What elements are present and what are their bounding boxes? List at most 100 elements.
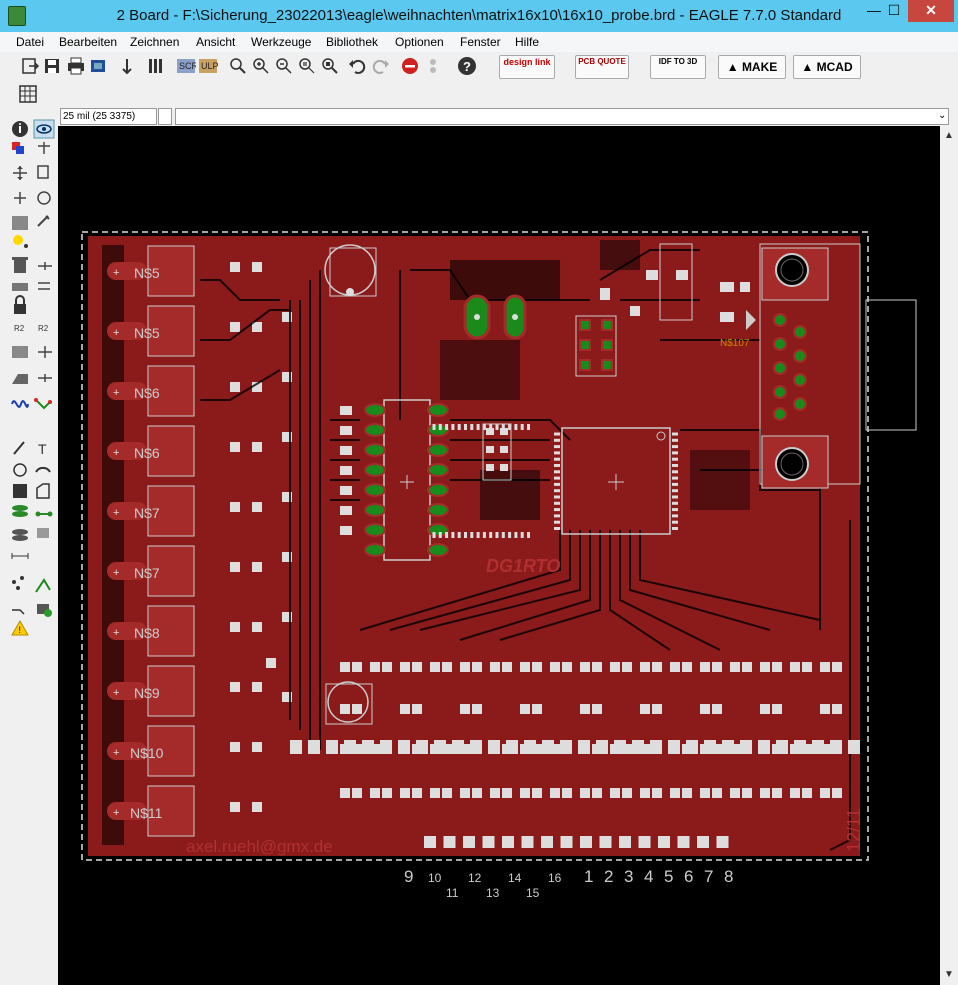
pad-number: 13 — [486, 886, 500, 900]
scroll-up-icon[interactable]: ▲ — [944, 130, 954, 141]
command-bar: 25 mil (25 3375) ⌄ — [0, 106, 958, 126]
menu-bibliothek[interactable]: Bibliothek — [326, 35, 379, 49]
board-outline — [81, 231, 869, 861]
svg-text:+: + — [113, 687, 119, 699]
svg-text:R2: R2 — [14, 324, 25, 333]
title-bar: 2 Board - F:\Sicherung_23022013\eagle\we… — [0, 0, 958, 32]
date-text: 12/11 — [844, 808, 864, 852]
scr-icon[interactable]: SCR — [176, 56, 199, 76]
mcad-button[interactable]: ▲ MCAD — [793, 55, 861, 79]
menu-optionen[interactable]: Optionen — [395, 35, 444, 49]
net-label: N$11 — [130, 805, 163, 821]
zoom-redraw-icon[interactable] — [297, 56, 317, 76]
layers-icon[interactable] — [146, 56, 166, 76]
svg-text:T: T — [38, 441, 47, 457]
undo-icon[interactable] — [347, 56, 367, 76]
net-label: N$5 — [134, 265, 160, 281]
pad-number: 6 — [684, 867, 693, 886]
menu-bar: Datei Bearbeiten Zeichnen Ansicht Werkze… — [0, 32, 958, 52]
menu-werkzeuge[interactable]: Werkzeuge — [251, 35, 312, 49]
ulp-icon[interactable]: ULP — [198, 56, 219, 76]
autodesk-logo-icon: ▲ — [726, 60, 742, 74]
scroll-down-icon[interactable]: ▼ — [944, 969, 954, 980]
svg-text:+: + — [113, 507, 119, 519]
pad-number: 4 — [644, 867, 653, 886]
window-title: 2 Board - F:\Sicherung_23022013\eagle\we… — [116, 7, 842, 24]
menu-ansicht[interactable]: Ansicht — [196, 35, 236, 49]
tool-icons[interactable]: R2 R2 T ! — [0, 116, 58, 636]
pad-number: 11 — [446, 886, 459, 900]
menu-datei[interactable]: Datei — [16, 35, 45, 49]
pad-number: 8 — [724, 867, 733, 886]
maximize-button[interactable]: ☐ — [887, 2, 901, 18]
pad-number: 10 — [428, 871, 442, 885]
zoom-in-icon[interactable] — [251, 56, 271, 76]
make-button[interactable]: ▲ MAKE — [718, 55, 786, 79]
tool-sidebar: R2 R2 T ! — [0, 116, 58, 985]
idf-to-3d-button[interactable]: IDF TO 3D — [650, 55, 706, 79]
board-canvas[interactable]: +++++ +++++ N$5 N$5 N$6 N$6 N$7 N$7 N$8 … — [58, 126, 940, 985]
autodesk-logo-icon: ▲ — [801, 60, 817, 74]
author-text: axel.ruehl@gmx.de — [186, 837, 333, 856]
svg-text:+: + — [113, 627, 119, 639]
close-button[interactable]: ✕ — [908, 0, 954, 22]
svg-text:SCR: SCR — [179, 61, 196, 71]
eagle-app-icon — [8, 6, 26, 26]
pad-number: 5 — [664, 867, 673, 886]
pad-number: 16 — [548, 871, 562, 885]
open-icon[interactable] — [20, 56, 40, 76]
svg-text:+: + — [113, 567, 119, 579]
net-label: N$10 — [130, 745, 164, 761]
menu-zeichnen[interactable]: Zeichnen — [130, 35, 180, 49]
zoom-select-icon[interactable] — [320, 56, 340, 76]
help-icon[interactable]: ? — [457, 56, 477, 76]
go-icon[interactable] — [423, 56, 443, 76]
cam-icon[interactable] — [88, 56, 108, 76]
script-icon[interactable] — [117, 56, 137, 76]
zoom-fit-icon[interactable] — [228, 56, 248, 76]
pcb-quote-button[interactable]: PCB QUOTE — [575, 55, 629, 79]
menu-fenster[interactable]: Fenster — [460, 35, 501, 49]
stop-icon[interactable] — [400, 56, 420, 76]
svg-text:+: + — [113, 807, 119, 819]
svg-text:+: + — [113, 267, 119, 279]
net-label: N$6 — [134, 385, 160, 401]
designer-text: DG1RTO — [486, 556, 560, 576]
print-icon[interactable] — [66, 56, 86, 76]
parameter-toolbar — [0, 82, 958, 106]
grid-icon[interactable] — [18, 84, 38, 104]
redo-icon[interactable] — [371, 56, 391, 76]
net-label: N$7 — [134, 505, 160, 521]
svg-text:?: ? — [463, 59, 471, 74]
menu-hilfe[interactable]: Hilfe — [515, 35, 540, 49]
chevron-down-icon[interactable]: ⌄ — [938, 110, 947, 121]
vertical-scrollbar[interactable]: ▲ ▼ — [940, 126, 958, 985]
left-connector-column: +++++ +++++ N$5 N$5 N$6 N$6 N$7 N$7 N$8 … — [107, 245, 292, 837]
pcb-board[interactable]: +++++ +++++ N$5 N$5 N$6 N$6 N$7 N$7 N$8 … — [58, 126, 940, 985]
qfp-mcu — [561, 427, 671, 535]
save-icon[interactable] — [42, 56, 62, 76]
main-toolbar: SCR ULP ? design link PCB QUOTE IDF TO 3… — [0, 52, 958, 83]
pad-number: 1 — [584, 867, 593, 886]
dip-ic — [383, 399, 431, 561]
svg-text:+: + — [113, 327, 119, 339]
svg-text:ULP: ULP — [201, 61, 218, 71]
command-input[interactable] — [175, 108, 949, 125]
net-label: N$9 — [134, 685, 160, 701]
svg-text:+: + — [113, 747, 119, 759]
pad-number: 14 — [508, 871, 522, 885]
pad-number: 9 — [404, 867, 413, 886]
pad-number: 2 — [604, 867, 613, 886]
pad-number: 12 — [468, 871, 482, 885]
svg-text:+: + — [113, 387, 119, 399]
net-label: N$6 — [134, 445, 160, 461]
svg-text:!: ! — [19, 625, 22, 635]
net-label: N$7 — [134, 565, 160, 581]
design-link-button[interactable]: design link — [499, 55, 555, 79]
command-toggle[interactable] — [158, 108, 172, 125]
menu-bearbeiten[interactable]: Bearbeiten — [59, 35, 118, 49]
svg-text:R2: R2 — [38, 324, 49, 333]
minimize-button[interactable]: — — [867, 2, 881, 18]
zoom-out-icon[interactable] — [274, 56, 294, 76]
grid-readout: 25 mil (25 3375) — [60, 108, 157, 125]
